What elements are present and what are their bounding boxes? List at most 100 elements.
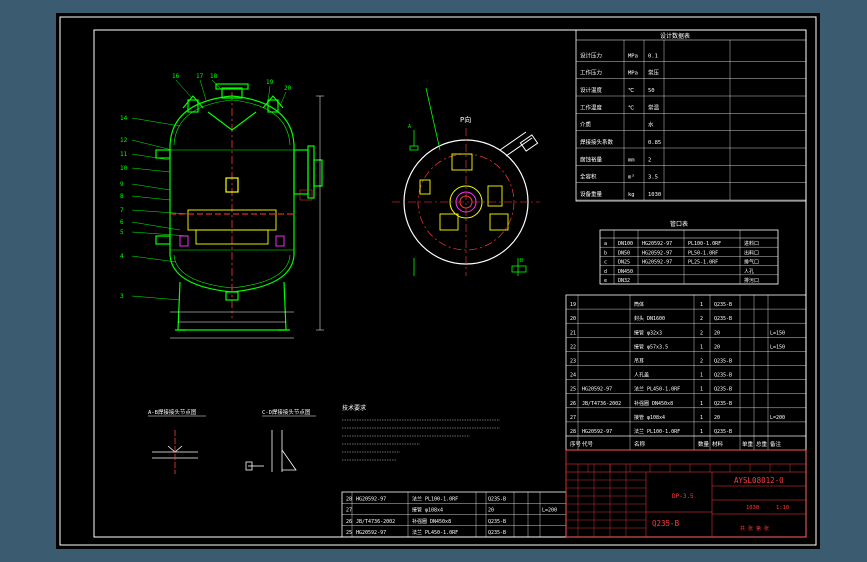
svg-text:10: 10 [120, 165, 128, 172]
technical-requirements: 技术要求 [342, 404, 500, 461]
bom-cell: 24 [570, 373, 576, 379]
bom-cell: Q235-B [714, 373, 732, 379]
nozzle-cell: c [604, 260, 607, 266]
design-row-unit: MPa [628, 71, 638, 77]
bom-cell: 26 [570, 401, 576, 407]
bom-cell: 接管 φ57x3.5 [634, 343, 668, 350]
bom-cell: 法兰 PL100-1.0RF [634, 428, 680, 435]
design-row-param: 工作压力 [580, 69, 602, 77]
bom-header-cell: 总重 [756, 440, 768, 448]
tech-req-title: 技术要求 [342, 404, 366, 412]
nozzle-cell: DN450 [618, 269, 633, 275]
bom-cell: 1 [700, 373, 703, 379]
design-row-unit: ℃ [628, 105, 635, 111]
bom-cell: 20 [714, 415, 720, 421]
nozzle-cell: HG20592-97 [642, 241, 672, 247]
plan-view: P向 [392, 87, 540, 276]
bom-lower-no: 27 [346, 508, 352, 514]
bom-cell: L=200 [770, 415, 785, 421]
bom-cell: Q235-B [714, 401, 732, 407]
bom-cell: 28 [570, 429, 576, 435]
svg-text:6: 6 [120, 219, 124, 226]
nozzle-cell: 出料口 [744, 249, 759, 256]
svg-text:12: 12 [120, 137, 128, 144]
view-label: P向 [460, 115, 471, 124]
design-row-param: 设备重量 [580, 190, 603, 198]
design-row-unit: MPa [628, 53, 638, 59]
nozzle-cell: 排气口 [744, 259, 759, 266]
bom-lower-name: 补强圈 DN450x8 [412, 518, 451, 525]
bom-cell: 接管 φ32x3 [634, 329, 662, 336]
svg-text:20: 20 [284, 85, 292, 92]
detail-ab-title: A-B焊接接头节点图 [148, 408, 197, 416]
bom-cell: 2 [700, 359, 703, 365]
bom-cell: 人孔盖 [634, 372, 649, 379]
bom-lower-mat: Q235-B [488, 519, 506, 525]
detail-cd-title: C-D焊接接头节点图 [262, 408, 311, 416]
spec-code: DP-3.5 [672, 493, 694, 500]
nozzle-cell: DN25 [618, 260, 630, 266]
design-row-param: 全容积 [580, 173, 597, 181]
design-row-param: 焊接接头系数 [580, 138, 614, 146]
bom-cell: 22 [570, 344, 576, 350]
design-row-value: 常温 [648, 103, 660, 111]
bom-lower-code: JB/T4736-2002 [356, 519, 395, 525]
svg-text:8: 8 [120, 193, 124, 200]
nozzle-cell: HG20592-97 [642, 250, 672, 256]
design-row-value: 2 [648, 157, 651, 163]
svg-text:3: 3 [120, 293, 124, 300]
design-row-value: 0.1 [648, 53, 658, 59]
nozzle-cell: a [604, 241, 607, 247]
design-row-unit: kg [628, 192, 635, 198]
nozzle-cell: 进料口 [744, 240, 759, 247]
nozzle-cell: b [604, 250, 607, 256]
bom-cell: Q235-B [714, 359, 732, 365]
svg-text:9: 9 [120, 181, 124, 188]
nozzle-cell: d [604, 269, 607, 275]
svg-text:A: A [408, 124, 411, 130]
svg-text:11: 11 [120, 151, 128, 158]
bom-cell: 补强圈 DN450x8 [634, 400, 673, 407]
nozzle-cell: DN100 [618, 241, 633, 247]
nozzle-cell: 排污口 [744, 277, 759, 284]
nozzle-cell: 人孔 [744, 268, 754, 275]
design-row-param: 设计温度 [580, 86, 603, 94]
bom-cell: 2 [700, 330, 703, 336]
bom-cell: 1 [700, 387, 703, 393]
design-row-value: 水 [648, 121, 654, 129]
bom-cell: 2 [700, 316, 703, 322]
design-row-unit: ℃ [628, 88, 635, 94]
bom-cell: 1 [700, 415, 703, 421]
bom-header: 序号代号名称数量材料单重总重备注 [566, 435, 806, 448]
svg-text:14: 14 [120, 115, 128, 122]
bom-lower-mat: 20 [488, 508, 494, 514]
bom-cell: 1 [700, 302, 703, 308]
bom-cell: HG20592-97 [582, 387, 612, 393]
bom-cell: 封头 DN1600 [634, 315, 665, 322]
bom-lower-name: 法兰 PL100-1.0RF [412, 495, 458, 502]
bom-lower-no: 26 [346, 519, 352, 525]
svg-text:4: 4 [120, 253, 124, 260]
bom-cell: Q235-B [714, 316, 732, 322]
material-text: Q235-B [652, 519, 680, 528]
design-row-value: 50 [648, 88, 655, 94]
bom-cell: 20 [714, 344, 720, 350]
bom-lower-code: HG20592-97 [356, 530, 386, 536]
design-row-value: 3.5 [648, 175, 658, 181]
bom-header-cell: 代号 [582, 440, 594, 448]
bom-lower-mat: Q235-B [488, 530, 506, 536]
design-row-unit: m³ [628, 174, 635, 181]
svg-text:5: 5 [120, 229, 124, 236]
bom-cell: 21 [570, 330, 576, 336]
design-row-value: 0.85 [648, 140, 661, 146]
nozzle-cell: PL50-1.0RF [688, 250, 718, 256]
bom-header-cell: 单重 [742, 440, 754, 448]
title-grid [566, 464, 791, 537]
